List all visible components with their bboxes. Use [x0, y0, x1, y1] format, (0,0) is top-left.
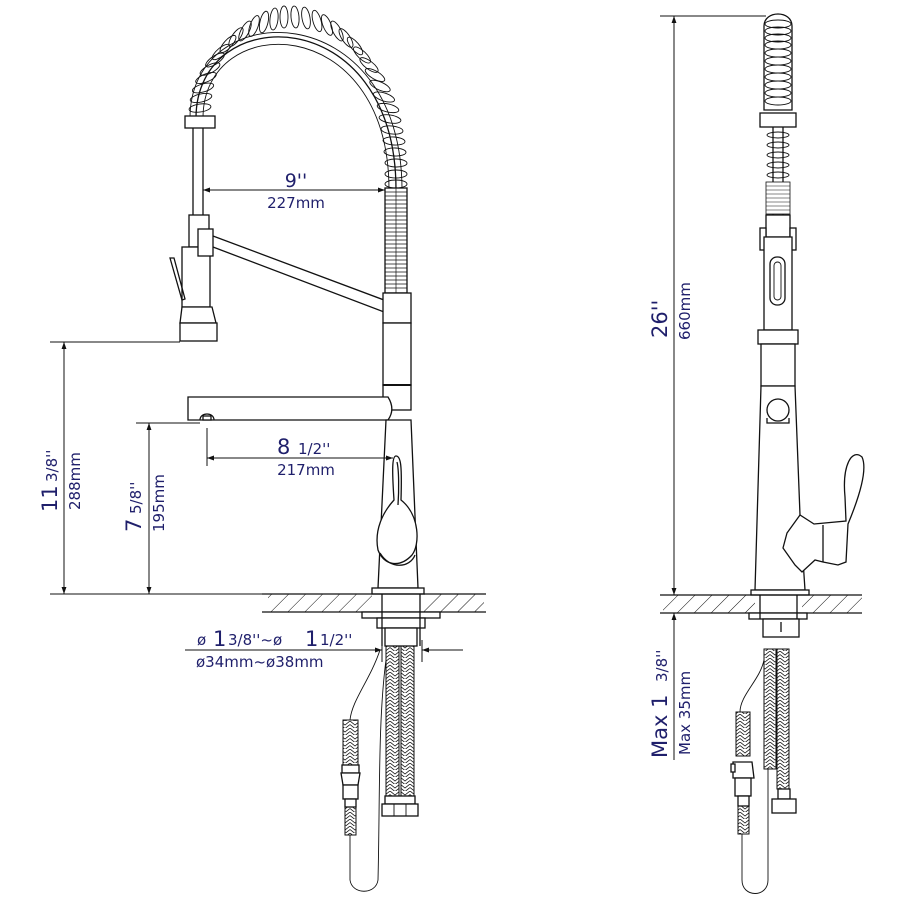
total-height-metric: 660mm: [676, 282, 694, 340]
dimension-max-deck-thickness: Max 1 3/8'' Max 35mm: [648, 613, 694, 760]
max-thickness-imperial-fraction: 3/8'': [653, 650, 671, 682]
dimension-spring-reach: 9'' 227mm: [203, 170, 385, 212]
dimension-spout-reach: 8 1/2'' 217mm: [206, 428, 393, 479]
max-thickness-imperial-prefix: Max 1: [648, 695, 672, 758]
spring-reach-metric: 227mm: [267, 194, 325, 212]
hole-diameter-metric: ø34mm~ø38mm: [196, 653, 324, 671]
spout-height-imperial-fraction: 5/8'': [127, 482, 145, 514]
spout-height-metric: 195mm: [150, 474, 168, 532]
dimension-hole-diameter: ø 1 3/8''~ø 1 1/2'' ø34mm~ø38mm: [185, 627, 463, 671]
spout-height-imperial-whole: 7: [122, 519, 146, 532]
supply-hoses-front: [340, 645, 419, 892]
spout-reach-metric: 217mm: [277, 461, 335, 479]
hole-diameter-a-whole: 1: [213, 627, 226, 651]
spout-reach-imperial-fraction: 1/2'': [298, 440, 330, 458]
hole-diameter-b-whole: 1: [305, 627, 318, 651]
hole-diameter-symbol: ø: [197, 631, 206, 649]
side-body: [750, 385, 865, 596]
side-spring: [757, 13, 799, 387]
spring-coil: [188, 5, 408, 294]
spout-reach-imperial-whole: 8: [277, 435, 290, 459]
sprayer-head: [169, 115, 385, 342]
side-height-imperial-whole: 11: [38, 485, 62, 512]
spring-reach-imperial: 9'': [285, 170, 308, 192]
hole-diameter-a-fraction: 3/8''~ø: [228, 631, 282, 649]
countertop-side: [660, 594, 862, 638]
max-thickness-metric: Max 35mm: [676, 671, 694, 755]
hole-diameter-b-fraction: 1/2'': [320, 631, 352, 649]
side-height-metric: 288mm: [66, 452, 84, 510]
front-view: 9'' 227mm 8 1/2'' 217mm 11 3/8'' 288mm: [38, 5, 486, 892]
supply-hoses-side: [730, 648, 797, 894]
side-height-imperial-fraction: 3/8'': [43, 450, 61, 482]
side-view: 26'' 660mm Max 1 3/8'' Max 35mm: [648, 13, 865, 894]
dimension-spout-height: 7 5/8'' 195mm: [122, 422, 200, 594]
dimension-total-height: 26'' 660mm: [648, 15, 766, 595]
total-height-imperial: 26'': [648, 300, 672, 338]
countertop-front: [262, 593, 486, 647]
faucet-body: [187, 292, 425, 595]
dimension-side-height: 11 3/8'' 288mm: [38, 341, 262, 595]
